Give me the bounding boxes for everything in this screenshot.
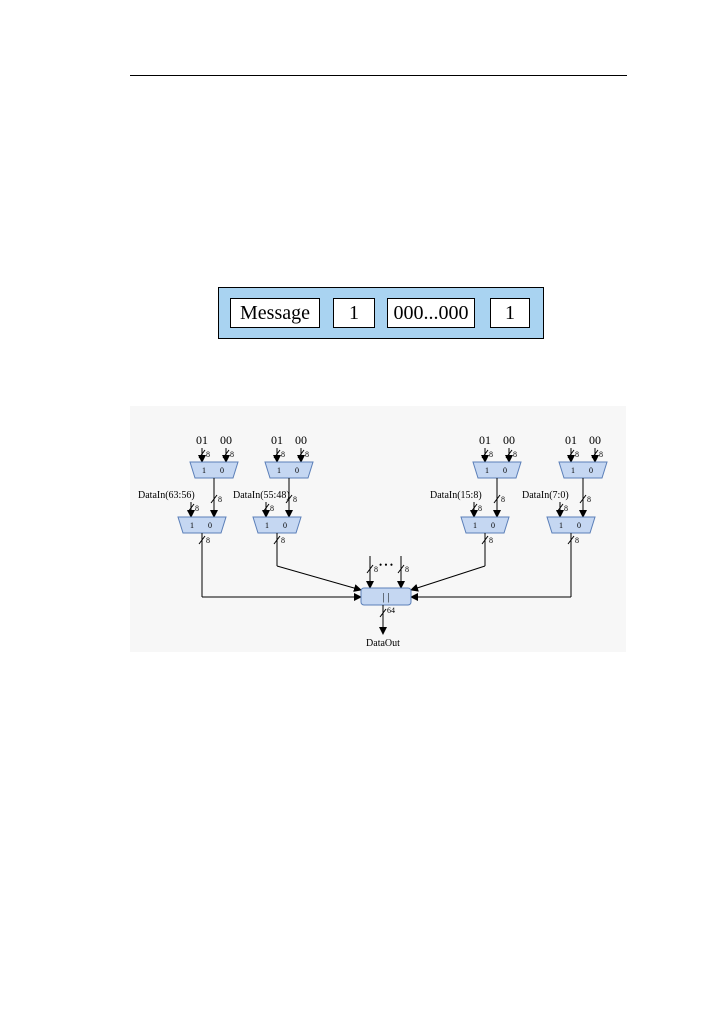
bus-width-label: 8: [305, 450, 309, 459]
mux-input-label: 01: [271, 433, 283, 447]
bus-slash: [567, 449, 575, 459]
bus-slash: [198, 535, 206, 545]
mux-input-label: 01: [565, 433, 577, 447]
output-width-label: 64: [387, 606, 395, 615]
mux-port-label: 0: [491, 521, 495, 530]
bus-width-label: 8: [405, 565, 409, 574]
bus-width-label: 8: [195, 504, 199, 513]
mux-port-label: 0: [577, 521, 581, 530]
data-input-label: DataIn(63:56): [138, 490, 195, 501]
bus-width-label: 8: [575, 450, 579, 459]
bus-slash: [198, 449, 206, 459]
bus-width-label: 8: [281, 450, 285, 459]
data-input-label: DataIn(55:48): [233, 490, 290, 501]
bus-slash: [273, 449, 281, 459]
end-bit-field: 1: [490, 298, 530, 328]
bus-width-label: 8: [489, 450, 493, 459]
bus-slash: [567, 535, 575, 545]
mux-port-label: 1: [265, 521, 269, 530]
bus-width-label: 8: [270, 504, 274, 513]
bus-slash: [222, 449, 230, 459]
bus-slash: [493, 494, 501, 504]
bus-slash: [470, 503, 478, 513]
bus-width-label: 8: [564, 504, 568, 513]
bus-slash: [297, 449, 305, 459]
mux-port-label: 0: [503, 466, 507, 475]
bus-width-label: 8: [293, 495, 297, 504]
bus-width-label: 8: [587, 495, 591, 504]
bus-width-label: 8: [489, 536, 493, 545]
bus-slash: [366, 564, 374, 574]
bus-slash: [579, 494, 587, 504]
second-stage-mux: [177, 516, 227, 534]
message-field: Message: [230, 298, 320, 328]
data-input-label: DataIn(15:8): [430, 490, 482, 501]
second-stage-mux: [252, 516, 302, 534]
bus-width-label: 8: [513, 450, 517, 459]
concat-ellipsis: • • •: [379, 560, 393, 570]
second-stage-mux: [546, 516, 596, 534]
first-stage-mux: [558, 461, 608, 479]
first-stage-mux: [472, 461, 522, 479]
bus-width-label: 8: [478, 504, 482, 513]
message-format-diagram: Message 1 000...000 1: [218, 287, 544, 339]
mux-port-label: 1: [473, 521, 477, 530]
data-input-label: DataIn(7:0): [522, 490, 569, 501]
mux-input-label: 00: [589, 433, 601, 447]
bus-slash: [481, 449, 489, 459]
mux-port-label: 0: [220, 466, 224, 475]
mux-input-label: 01: [479, 433, 491, 447]
bus-width-label: 8: [575, 536, 579, 545]
bus-slash: [210, 494, 218, 504]
bus-width-label: 8: [206, 450, 210, 459]
zero-padding-field: 000...000: [387, 298, 475, 328]
bus-slash: [397, 564, 405, 574]
first-stage-mux: [264, 461, 314, 479]
bus-width-label: 8: [281, 536, 285, 545]
start-bit-field: 1: [333, 298, 375, 328]
bus-slash: [481, 535, 489, 545]
mux-input-label: 01: [196, 433, 208, 447]
mux-port-label: 0: [208, 521, 212, 530]
mux-port-label: 1: [202, 466, 206, 475]
bus-width-label: 8: [501, 495, 505, 504]
output-label: DataOut: [366, 638, 400, 649]
bus-width-label: 8: [599, 450, 603, 459]
concat-label: | |: [383, 592, 390, 603]
bus-slash: [273, 535, 281, 545]
bus-slash: [591, 449, 599, 459]
mux-port-label: 0: [283, 521, 287, 530]
bus-slash: [556, 503, 564, 513]
bus-slash: [285, 494, 293, 504]
mux-port-label: 1: [190, 521, 194, 530]
route-wire: [410, 565, 486, 592]
mux-port-label: 1: [277, 466, 281, 475]
bus-width-label: 8: [206, 536, 210, 545]
bus-slash: [505, 449, 513, 459]
second-stage-mux: [460, 516, 510, 534]
mux-port-label: 1: [571, 466, 575, 475]
bus-slash: [262, 503, 270, 513]
mux-input-label: 00: [220, 433, 232, 447]
mux-input-label: 00: [503, 433, 515, 447]
bus-width-label: 8: [374, 565, 378, 574]
mux-port-label: 0: [589, 466, 593, 475]
route-wire: [276, 565, 362, 592]
mux-input-label: 00: [295, 433, 307, 447]
bus-width-label: 8: [218, 495, 222, 504]
bus-slash: [379, 608, 387, 618]
bus-width-label: 8: [230, 450, 234, 459]
header-rule: [130, 75, 627, 76]
mux-port-label: 0: [295, 466, 299, 475]
mux-port-label: 1: [559, 521, 563, 530]
first-stage-mux: [189, 461, 239, 479]
bus-slash: [187, 503, 195, 513]
mux-port-label: 1: [485, 466, 489, 475]
concat-block: [360, 587, 412, 606]
